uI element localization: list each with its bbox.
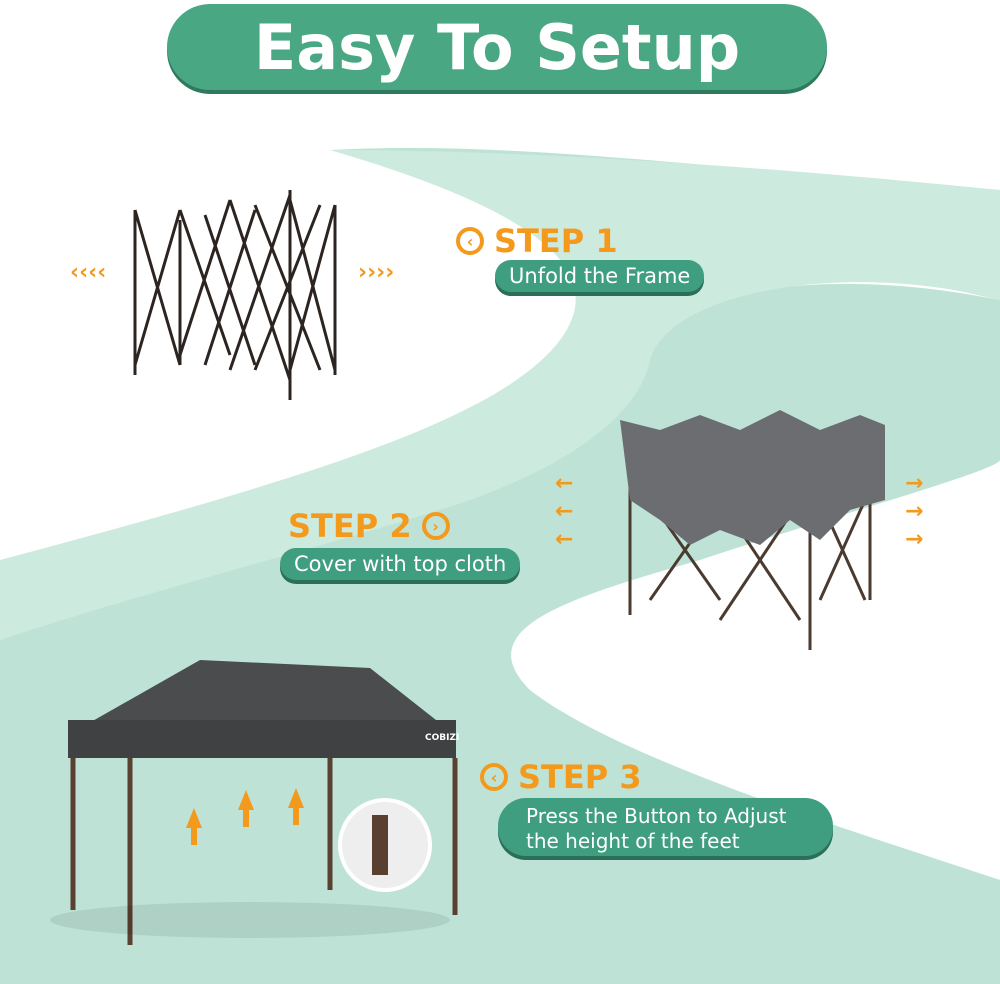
step-2-heading: STEP 2 ›	[288, 507, 450, 545]
step-2-description: Cover with top cloth	[280, 548, 521, 580]
open-canopy-image	[50, 660, 458, 945]
step-label: STEP 1	[494, 222, 618, 260]
folded-frame-image	[133, 190, 337, 400]
right-arrows-icon: ››››	[358, 260, 395, 285]
step-3-line-1: Press the Button to Adjust	[526, 804, 787, 828]
frame-with-cloth-image	[620, 410, 885, 650]
up-arrows	[186, 788, 304, 845]
chevron-left-icon: ‹	[480, 763, 508, 791]
page-title: Easy To Setup	[167, 4, 827, 90]
chevron-left-icon: ‹	[456, 227, 484, 255]
step-1-description: Unfold the Frame	[495, 260, 705, 292]
step-1-heading: ‹ STEP 1	[456, 222, 618, 260]
brand-logo: COBIZI	[425, 733, 460, 743]
step-3-line-2: the height of the feet	[526, 829, 740, 853]
step-label: STEP 2	[288, 507, 412, 545]
chevron-right-icon: ›	[421, 512, 450, 540]
left-arrows-icon: ←←←	[555, 471, 574, 552]
left-arrows-icon: ‹‹‹‹	[70, 260, 107, 285]
step-3-heading: ‹ STEP 3	[480, 758, 642, 796]
right-arrows-icon: →→→	[905, 471, 924, 552]
step-label: STEP 3	[518, 758, 642, 796]
